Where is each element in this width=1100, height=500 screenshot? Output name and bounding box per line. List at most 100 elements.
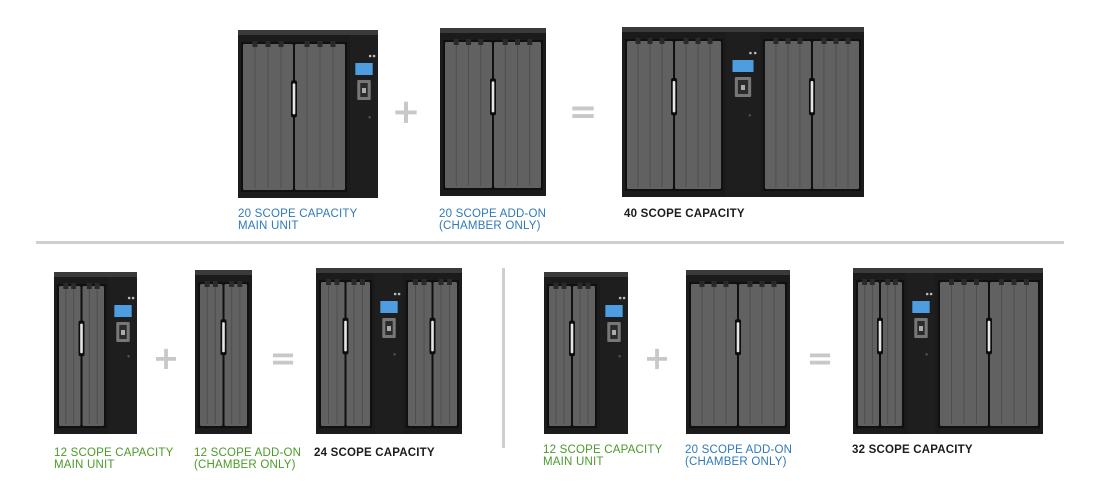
hanger-clip (723, 281, 729, 287)
reader-icon (362, 88, 366, 93)
hanger-clip (94, 283, 100, 289)
hanger-clip (949, 279, 954, 285)
plus-operator: + (391, 92, 421, 132)
hanger-clip (885, 279, 891, 285)
cabinet-top-cap (54, 272, 137, 277)
hanger-clip (695, 38, 701, 44)
hanger-clip (204, 281, 210, 287)
glass-door (200, 284, 223, 426)
hanger-clip (711, 281, 717, 287)
hanger-clip (759, 281, 765, 287)
label-12-main-unit: 12 SCOPE CAPACITY MAIN UNIT (543, 444, 663, 468)
hanger-clip (229, 281, 235, 287)
door-handle-highlight (987, 320, 991, 352)
horizontal-divider (36, 241, 1064, 244)
glass-door (224, 284, 247, 426)
door-handle-highlight (736, 322, 740, 353)
glass-door (59, 286, 81, 426)
hanger-clip (63, 283, 69, 289)
hanger-clip (237, 281, 243, 287)
indicator-light (618, 296, 622, 300)
indicator-light (929, 292, 933, 296)
hanger-clip (326, 279, 331, 285)
indicator-light (368, 54, 372, 58)
glass-door (346, 282, 370, 426)
glass-door (881, 282, 902, 426)
hanger-clip (1024, 279, 1029, 285)
hanger-clip (585, 283, 591, 289)
hanger-clip (502, 39, 508, 45)
hanger-clip (773, 38, 779, 44)
hanger-clip (447, 279, 452, 285)
door-handle-highlight (491, 81, 495, 113)
label-line: 12 SCOPE CAPACITY (54, 447, 174, 459)
cabinet-32-combined (853, 268, 1043, 434)
plus-operator: + (643, 339, 671, 377)
reader-icon (387, 326, 391, 331)
cabinet-20-add-on-chamber (686, 270, 790, 434)
label-line: (CHAMBER ONLY) (685, 456, 787, 468)
cabinet-12-add-on-chamber (195, 270, 252, 434)
indicator-light (622, 296, 626, 300)
status-dot (618, 355, 621, 358)
glass-door (573, 286, 595, 426)
indicator-light (925, 292, 929, 296)
hanger-clip (707, 38, 713, 44)
indicator-light (372, 54, 376, 58)
label-20-main-unit: 20 SCOPE CAPACITY MAIN UNIT (238, 208, 358, 232)
hanger-clip (330, 41, 336, 47)
status-dot (368, 116, 371, 119)
indicator-light (131, 296, 135, 300)
cabinet-top-cap (238, 30, 378, 35)
hanger-clip (351, 279, 357, 285)
reader-icon (919, 326, 923, 331)
door-handle-highlight (222, 322, 225, 353)
hanger-clip (265, 41, 271, 47)
reader-icon (741, 85, 745, 90)
cabinet-20-add-on-chamber (440, 28, 546, 196)
control-panel (726, 32, 760, 197)
door-handle-highlight (431, 320, 434, 352)
cabinet-top-cap (622, 27, 864, 32)
hanger-clip (421, 279, 427, 285)
label-line: MAIN UNIT (543, 456, 604, 468)
status-dot (748, 114, 751, 117)
equals-operator: = (568, 92, 598, 132)
cabinet-top-cap (686, 270, 790, 275)
hanger-clip (797, 38, 803, 44)
hanger-clip (466, 39, 471, 45)
label-20-add-on: 20 SCOPE ADD-ON (CHAMBER ONLY) (439, 208, 546, 232)
hanger-clip (334, 279, 340, 285)
label-line: MAIN UNIT (54, 459, 115, 471)
hanger-clip (869, 279, 875, 285)
door-handle-highlight (810, 81, 814, 113)
control-panel (600, 277, 628, 434)
door-handle-highlight (878, 320, 882, 352)
cabinet-top-cap (853, 268, 1043, 273)
hanger-clip (747, 281, 753, 287)
screen-display (605, 305, 623, 317)
hanger-clip (892, 279, 898, 285)
indicator-light (127, 296, 131, 300)
glass-door (433, 282, 457, 426)
control-panel (907, 273, 935, 434)
glass-door (858, 282, 879, 426)
hanger-clip (212, 281, 218, 287)
cabinet-40-combined (622, 27, 864, 197)
hanger-clip (647, 38, 653, 44)
hanger-clip (252, 41, 258, 47)
indicator-light (393, 292, 397, 296)
door-handle-highlight (570, 323, 574, 354)
hanger-clip (360, 279, 365, 285)
status-dot (925, 353, 928, 356)
cabinet-top-cap (544, 272, 628, 277)
hanger-clip (413, 279, 418, 285)
hanger-clip (999, 279, 1004, 285)
glass-door (82, 286, 104, 426)
hanger-clip (86, 283, 92, 289)
hanger-clip (577, 283, 583, 289)
label-line: (CHAMBER ONLY) (439, 220, 541, 232)
control-panel (375, 273, 403, 434)
hanger-clip (683, 38, 689, 44)
hanger-clip (974, 279, 979, 285)
